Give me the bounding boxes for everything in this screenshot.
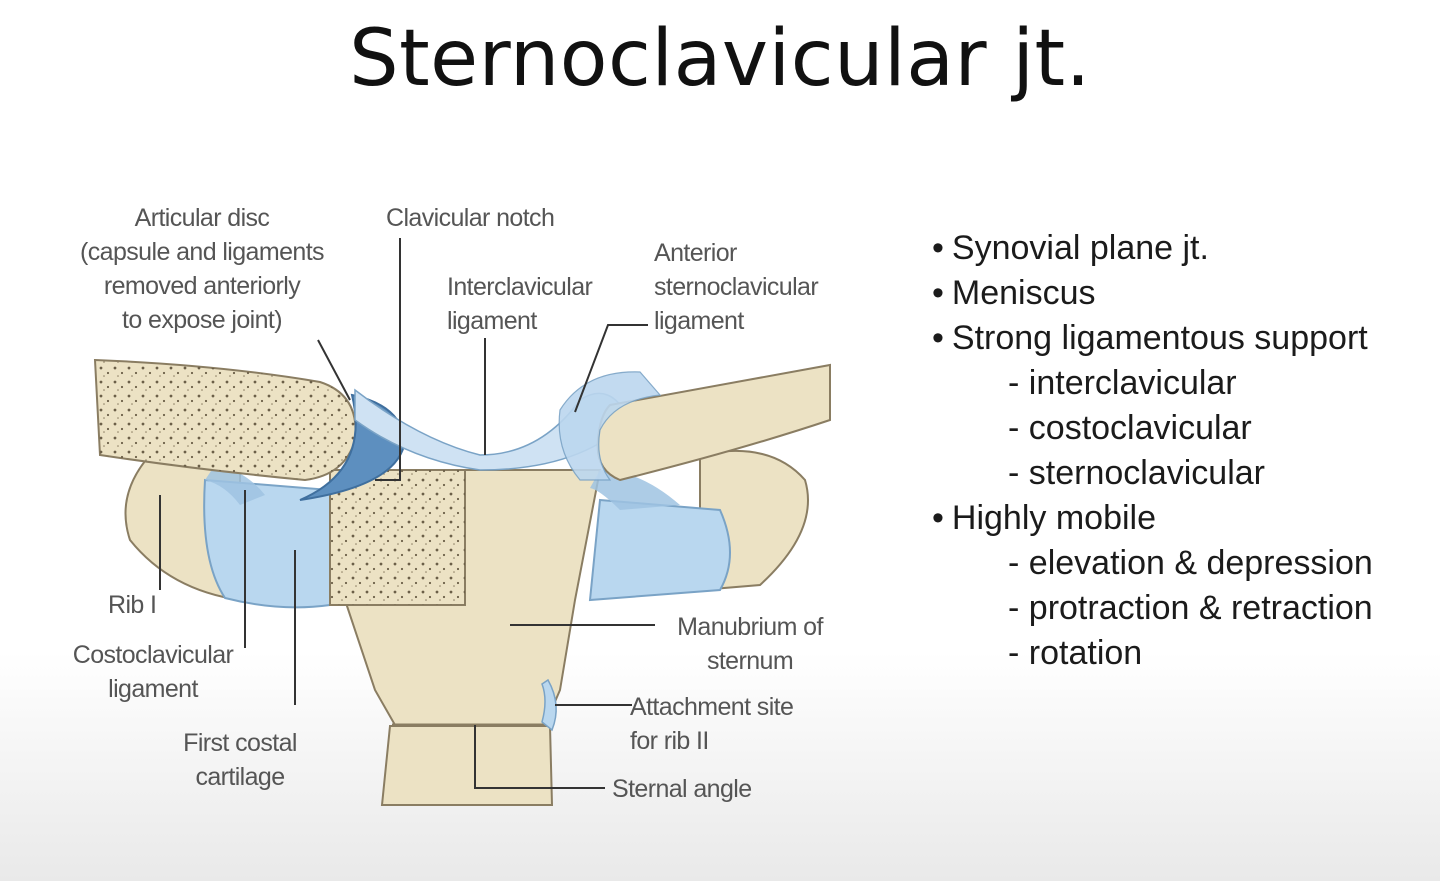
- list-item: Meniscus: [932, 271, 1373, 316]
- label-anterior-sternoclavicular-ligament: Anterior sternoclavicular ligament: [654, 239, 819, 335]
- label-sternal-angle: Sternal angle: [612, 775, 752, 803]
- list-subitem: protraction & retraction: [932, 586, 1373, 631]
- feature-list: Synovial plane jt. Meniscus Strong ligam…: [932, 226, 1373, 676]
- leader-lines: [159, 238, 655, 789]
- label-costoclavicular-ligament: Costoclavicular ligament: [72, 641, 234, 703]
- costoclavicular-ligament-left: [205, 465, 265, 505]
- leader-sternal-angle: [474, 725, 605, 789]
- sternum-body: [380, 725, 554, 806]
- leader-clavicular-notch: [375, 238, 401, 481]
- list-subitem: interclavicular: [932, 361, 1373, 406]
- label-rib-i: Rib I: [108, 591, 157, 619]
- slide-title: Sternoclavicular jt.: [349, 14, 1091, 104]
- label-manubrium: Manubrium of sternum: [677, 613, 823, 675]
- costoclavicular-ligament-right: [590, 470, 680, 510]
- list-item: Highly mobile: [932, 496, 1373, 541]
- first-costal-cartilage-left: [203, 478, 331, 609]
- leader-anterior-sternoclavicular: [574, 324, 648, 413]
- list-subitem: sternoclavicular: [932, 451, 1373, 496]
- leader-articular-disc: [317, 339, 351, 401]
- label-first-costal-cartilage: First costal cartilage: [183, 729, 297, 791]
- list-subitem: costoclavicular: [932, 406, 1373, 451]
- label-articular-disc: Articular disc (capsule and ligaments re…: [80, 204, 325, 334]
- label-attachment-site: Attachment site for rib II: [630, 693, 794, 755]
- list-item: Synovial plane jt.: [932, 226, 1373, 271]
- list-subitem: elevation & depression: [932, 541, 1373, 586]
- list-subitem: rotation: [932, 631, 1373, 676]
- anterior-sternoclavicular-ligament: [558, 371, 662, 481]
- rib-ii-attachment: [541, 678, 557, 732]
- label-clavicular-notch: Clavicular notch: [386, 204, 555, 232]
- label-interclavicular-ligament: Interclavicular ligament: [447, 273, 593, 335]
- first-costal-cartilage-right: [588, 498, 731, 602]
- list-item: Strong ligamentous support: [932, 316, 1373, 361]
